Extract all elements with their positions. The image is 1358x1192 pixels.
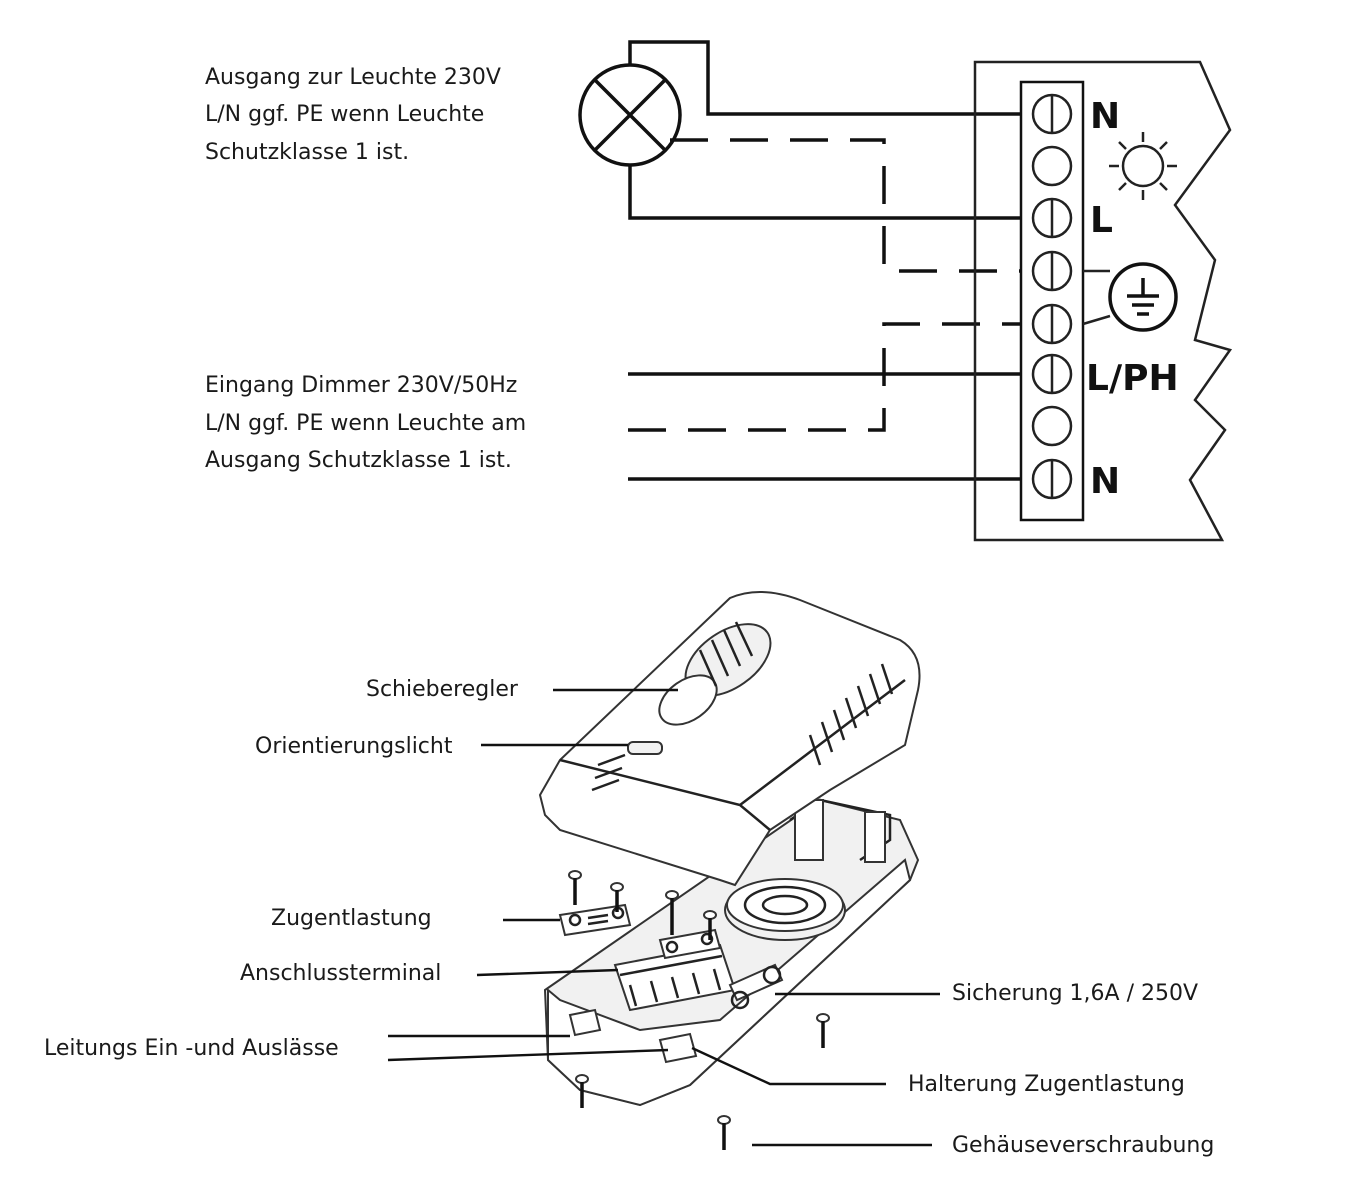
terminal-label-n-top: N <box>1090 96 1120 137</box>
terminal-n-top <box>1031 93 1073 135</box>
input-wire-pe <box>628 322 1040 432</box>
input-description-line-2: L/N ggf. PE wenn Leuchte am <box>205 411 526 436</box>
terminal-n-bottom <box>1031 458 1073 500</box>
output-description-line-3: Schutzklasse 1 ist. <box>205 140 409 165</box>
housing-screw-1 <box>575 1074 589 1108</box>
leader-cable-outlet-2 <box>387 1048 669 1062</box>
terminal-label-n-bottom: N <box>1090 461 1120 502</box>
terminal-empty-1 <box>1031 145 1073 187</box>
leader-connection-terminal <box>476 968 619 977</box>
label-orientation-light: Orientierungslicht <box>255 734 453 759</box>
strain-relief-clamp-2 <box>658 928 722 960</box>
lamp-wire-l <box>628 165 1040 220</box>
input-description-line-1: Eingang Dimmer 230V/50Hz <box>205 373 517 398</box>
leader-strain-relief-holder <box>691 1046 886 1086</box>
terminal-label-l-ph: L/PH <box>1086 358 1179 399</box>
label-strain-relief-holder: Halterung Zugentlastung <box>908 1072 1185 1097</box>
label-slider: Schieberegler <box>366 677 519 702</box>
label-housing-screws: Gehäuseverschraubung <box>952 1133 1214 1158</box>
device-cover <box>538 590 921 887</box>
label-connection-terminal: Anschlussterminal <box>240 961 441 986</box>
terminal-pe-in <box>1031 303 1073 345</box>
lamp-icon <box>578 63 682 167</box>
fuse <box>728 963 784 1010</box>
device-housing-outline <box>973 60 1233 542</box>
terminal-empty-2 <box>1031 405 1073 447</box>
label-fuse: Sicherung 1,6A / 250V <box>952 981 1198 1006</box>
cable-outlets <box>568 1008 698 1064</box>
label-strain-relief: Zugentlastung <box>271 906 432 931</box>
input-description-line-3: Ausgang Schutzklasse 1 ist. <box>205 448 512 473</box>
base-housing-front <box>547 858 912 1107</box>
label-cable-outlets: Leitungs Ein -und Auslässe <box>44 1036 339 1061</box>
terminal-l-ph <box>1031 353 1073 395</box>
wiring-diagram: Ausgang zur Leuchte 230V L/N ggf. PE wen… <box>205 40 1233 542</box>
protective-earth-icon <box>1082 262 1178 332</box>
output-description-line-1: Ausgang zur Leuchte 230V <box>205 65 501 90</box>
toroid-coil <box>724 878 846 941</box>
lamp-wire-n <box>628 40 1040 116</box>
output-description-line-2: L/N ggf. PE wenn Leuchte <box>205 102 484 127</box>
terminal-pe-out <box>1031 250 1073 292</box>
terminal-label-l: L <box>1090 200 1113 241</box>
device-illustration: Schieberegler Orientierungslicht Zugentl… <box>44 590 1214 1158</box>
screw-clamp-1 <box>568 870 582 905</box>
lamp-wire-pe <box>670 138 1040 273</box>
screw-clamp-4 <box>703 910 717 940</box>
light-bulb-sun-icon <box>1109 132 1177 200</box>
terminal-strip <box>1019 80 1085 522</box>
housing-screw-2 <box>816 1013 830 1048</box>
base-inner-post-2 <box>864 811 886 863</box>
housing-screw-3 <box>717 1115 731 1150</box>
screw-clamp-2 <box>610 882 624 912</box>
strain-relief-clamp <box>558 903 632 937</box>
screw-clamp-3 <box>665 890 679 935</box>
terminal-l-out <box>1031 197 1073 239</box>
